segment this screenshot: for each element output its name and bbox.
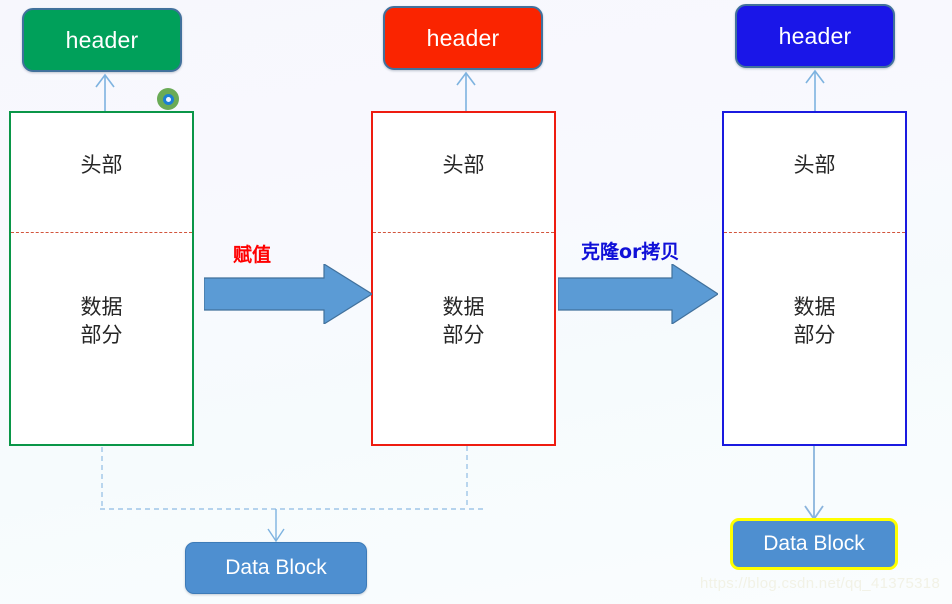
data-block-cloned[interactable]: Data Block [730, 518, 898, 570]
pointer-arrow-green [95, 73, 115, 116]
clone-data-connector [804, 446, 824, 521]
header-pill-green[interactable]: header [22, 8, 182, 72]
object-box-green[interactable]: 头部 数据 部分 [9, 111, 194, 446]
assignment-block-arrow [204, 264, 372, 324]
clone-copy-arrow-caption: 克隆or拷贝 [581, 241, 680, 263]
header-pill-green-label: header [65, 26, 139, 53]
object-data-label-blue: 数据 部分 [793, 295, 836, 347]
watermark-text: https://blog.csdn.net/qq_41375318 [700, 575, 941, 592]
object-head-label-green: 头部 [80, 153, 123, 177]
data-block-shared-label: Data Block [225, 556, 327, 579]
object-data-label-green: 数据 部分 [80, 295, 123, 347]
cursor-marker-icon [157, 88, 179, 110]
data-block-cloned-label: Data Block [763, 532, 865, 555]
clone-copy-block-arrow [558, 264, 718, 324]
object-box-red[interactable]: 头部 数据 部分 [371, 111, 556, 446]
pointer-arrow-blue [805, 69, 825, 116]
object-divider-blue [724, 232, 905, 233]
object-divider-green [11, 232, 192, 233]
assignment-arrow-caption: 赋值 [233, 244, 272, 266]
object-head-label-red: 头部 [442, 153, 485, 177]
object-divider-red [373, 232, 554, 233]
header-pill-blue-label: header [778, 22, 852, 49]
header-pill-red-label: header [426, 24, 500, 51]
header-pill-blue[interactable]: header [735, 4, 895, 68]
pointer-arrow-red [456, 71, 476, 116]
object-box-blue[interactable]: 头部 数据 部分 [722, 111, 907, 446]
header-pill-red[interactable]: header [383, 6, 543, 70]
data-block-shared[interactable]: Data Block [185, 542, 367, 594]
object-head-label-blue: 头部 [793, 153, 836, 177]
object-data-label-red: 数据 部分 [442, 295, 485, 347]
